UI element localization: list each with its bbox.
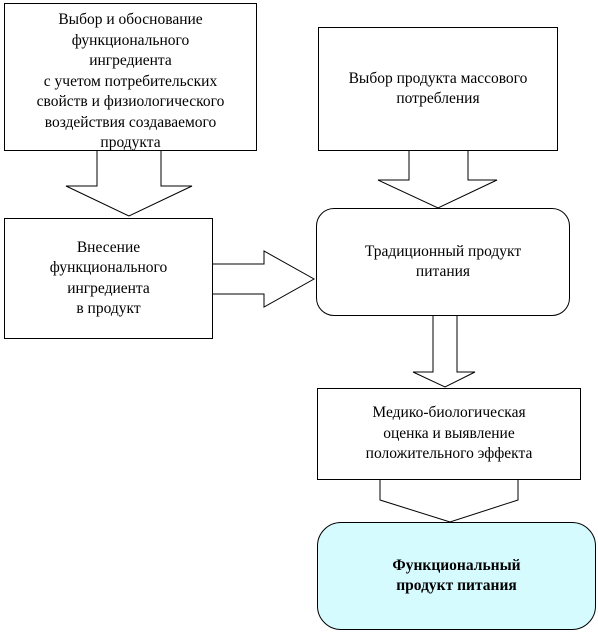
arrow-evaluation-to-functional — [379, 477, 519, 523]
arrow-traditional-to-evaluation — [412, 314, 476, 388]
box-select-ingredient: Выбор и обоснование функционального ингр… — [4, 3, 257, 151]
box-add-ingredient: Внесение функционального ингредиента в п… — [4, 218, 213, 339]
box-functional-product: Функциональный продукт питания — [317, 522, 596, 630]
arrow-product-to-traditional — [377, 149, 498, 209]
box-traditional-product: Традиционный продукт питания — [316, 208, 570, 316]
box-select-product: Выбор продукта массового потребления — [318, 27, 558, 151]
arrow-ingredient-to-adding — [65, 149, 193, 217]
box-medical-evaluation: Медико-биологическая оценка и выявление … — [317, 388, 581, 480]
arrow-adding-to-traditional — [211, 250, 316, 308]
